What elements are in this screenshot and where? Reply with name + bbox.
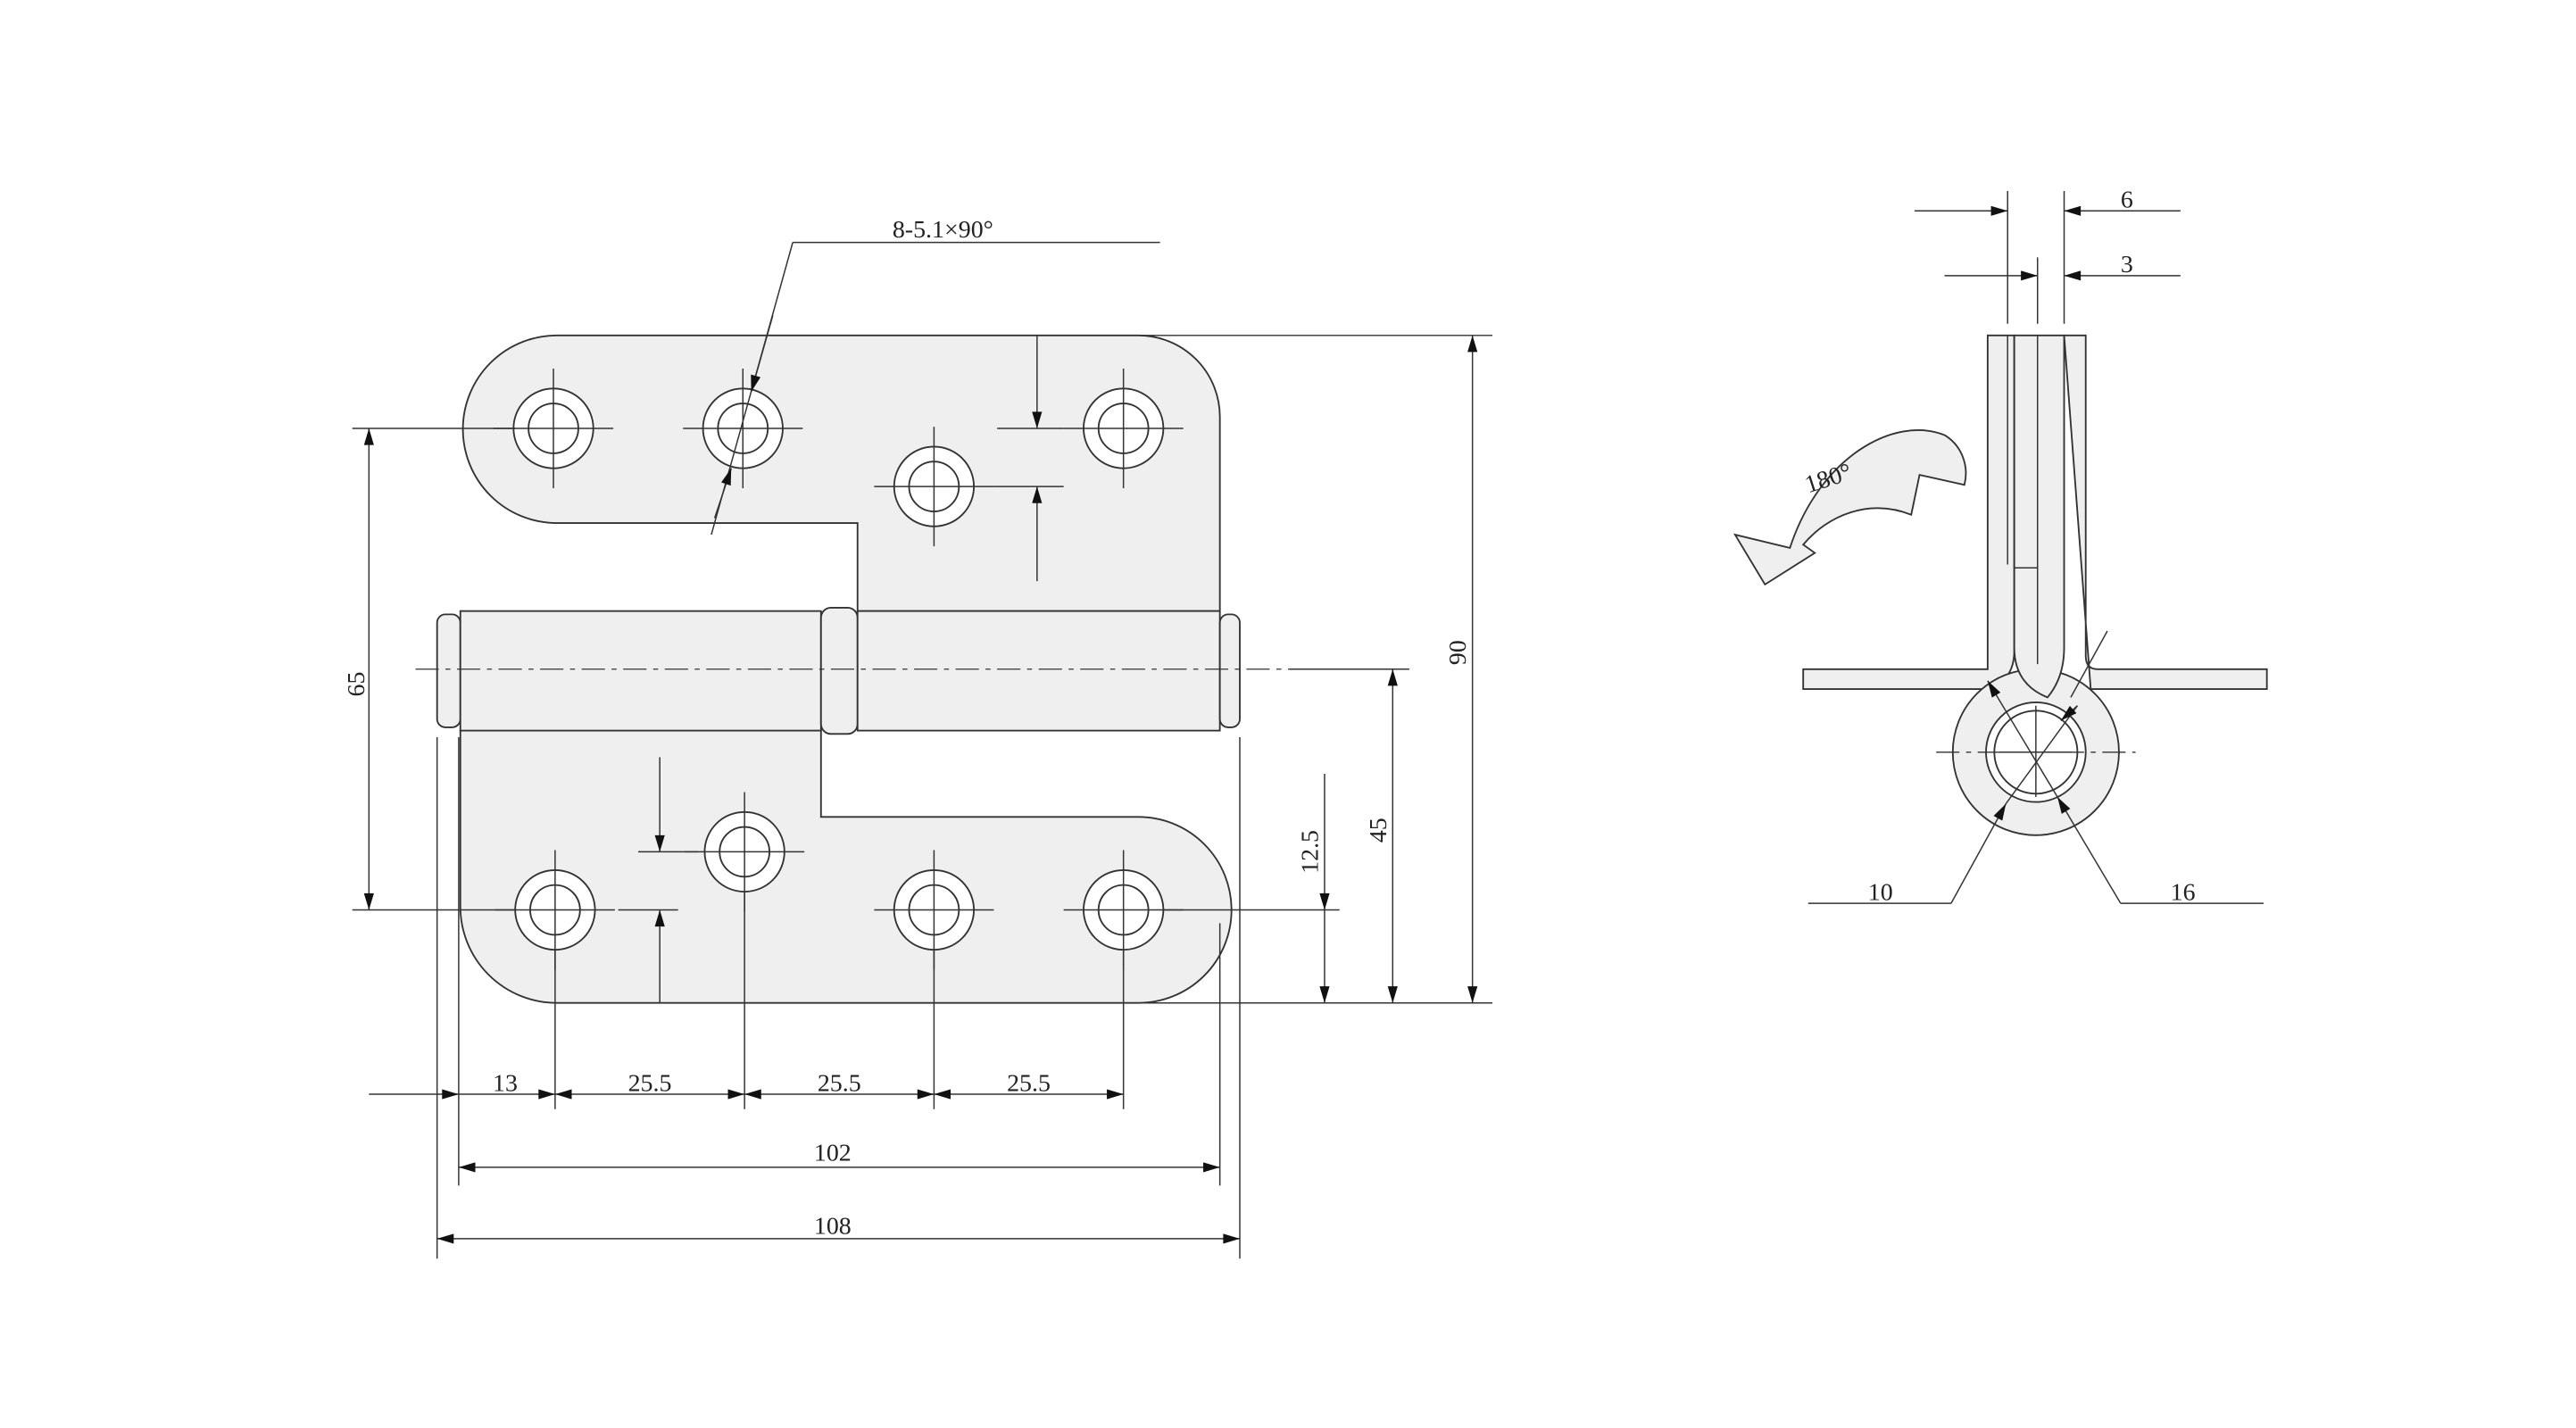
- rotation-arrow-icon: [1733, 429, 1967, 586]
- dim-10-leader: [1950, 803, 2007, 904]
- dim-12-5-label: 12.5: [1297, 830, 1325, 874]
- dim-10-arrow: [2060, 705, 2078, 721]
- right-flange: [2063, 334, 2268, 691]
- hole-callout-label: 8-5.1×90°: [893, 216, 993, 244]
- countersunk-hole: [493, 369, 614, 488]
- leaf-center: [2013, 334, 2065, 699]
- side-view: 6 3 180° 10 16: [1733, 187, 2268, 906]
- dim-13-label: 13: [493, 1069, 518, 1097]
- countersunk-hole: [685, 792, 805, 912]
- dim-108-label: 108: [814, 1212, 852, 1240]
- dim-10-leader: [2005, 705, 2079, 804]
- dim-pitch-3-label: 25.5: [1007, 1069, 1051, 1097]
- countersunk-hole: [874, 850, 994, 970]
- holes: [493, 369, 1184, 970]
- dim-3-label: 3: [2121, 251, 2133, 278]
- dim-10-label: 10: [1868, 878, 1893, 906]
- dim-16-leader: [1987, 680, 2058, 798]
- knuckle: [436, 607, 1241, 735]
- countersunk-hole: [1063, 369, 1184, 488]
- top-leaf: [461, 334, 1221, 612]
- dim-16-leader: [2057, 796, 2122, 904]
- dim-pitch-2-label: 25.5: [818, 1069, 861, 1097]
- dim-pitch-1-label: 25.5: [628, 1069, 672, 1097]
- dim-16-leader: [2070, 630, 2108, 698]
- dim-90-label: 90: [1444, 640, 1472, 665]
- dim-65-label: 65: [343, 672, 370, 697]
- countersunk-hole: [683, 369, 803, 488]
- dim-6-label: 6: [2121, 187, 2133, 214]
- front-view: 8-5.1×90° 65 90 45 12.5: [343, 216, 1493, 1259]
- dim-45-label: 45: [1365, 818, 1392, 843]
- countersunk-hole: [1063, 850, 1184, 970]
- countersunk-hole: [874, 427, 994, 547]
- bottom-leaf: [459, 729, 1233, 1004]
- dim-102-label: 102: [814, 1139, 852, 1166]
- countersunk-hole: [494, 850, 615, 970]
- callout-arrow: [713, 468, 732, 519]
- callout-arrow: [750, 315, 774, 393]
- dim-16-label: 16: [2171, 878, 2196, 906]
